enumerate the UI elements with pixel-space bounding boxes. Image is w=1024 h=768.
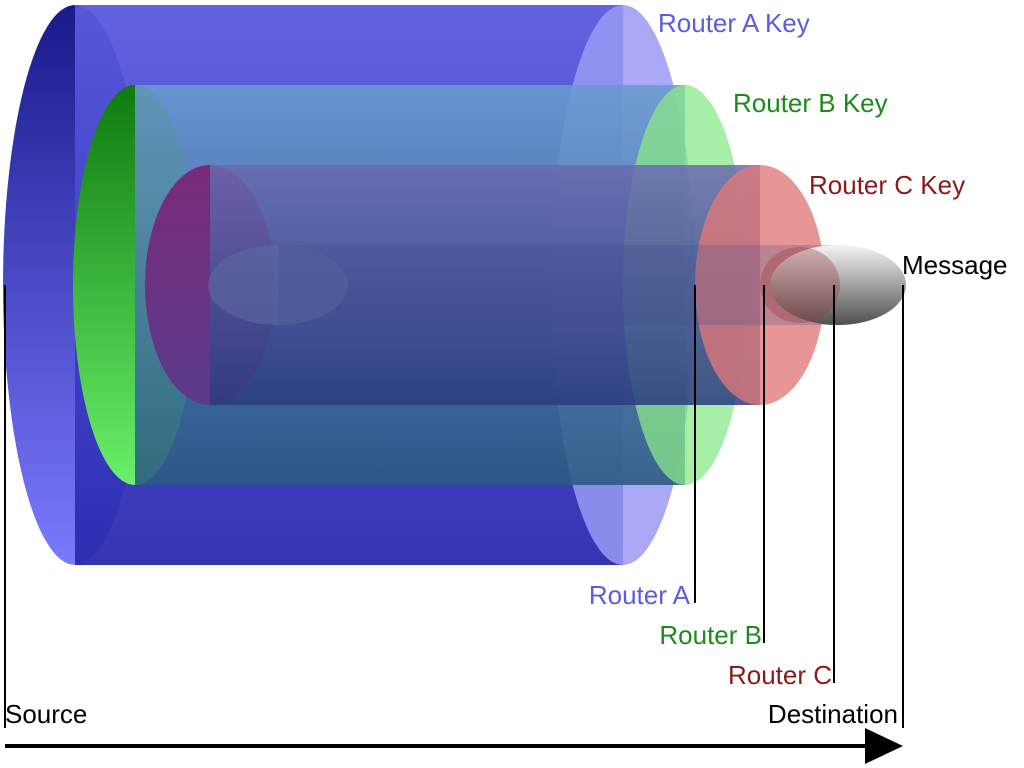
router-c-cylinder-front <box>695 165 825 405</box>
message-pill-inner-shadow <box>760 247 840 323</box>
message-pill-front <box>770 245 906 325</box>
router-c-key-label: Router C Key <box>809 170 965 200</box>
router-b-key-label: Router B Key <box>733 88 888 118</box>
router-a-label: Router A <box>589 580 691 610</box>
message-pill-body <box>278 245 838 325</box>
router-a-key-label: Router A Key <box>658 8 810 38</box>
destination-label: Destination <box>768 699 898 729</box>
leader-lines <box>4 285 904 728</box>
message-label: Message <box>902 250 1008 280</box>
message-pill-back <box>208 245 348 325</box>
router-b-label: Router B <box>659 620 762 650</box>
source-label: Source <box>5 699 87 729</box>
arrow-head-icon <box>865 728 903 764</box>
message-layer <box>208 245 906 325</box>
direction-arrow <box>5 728 903 764</box>
router-c-label: Router C <box>728 660 832 690</box>
